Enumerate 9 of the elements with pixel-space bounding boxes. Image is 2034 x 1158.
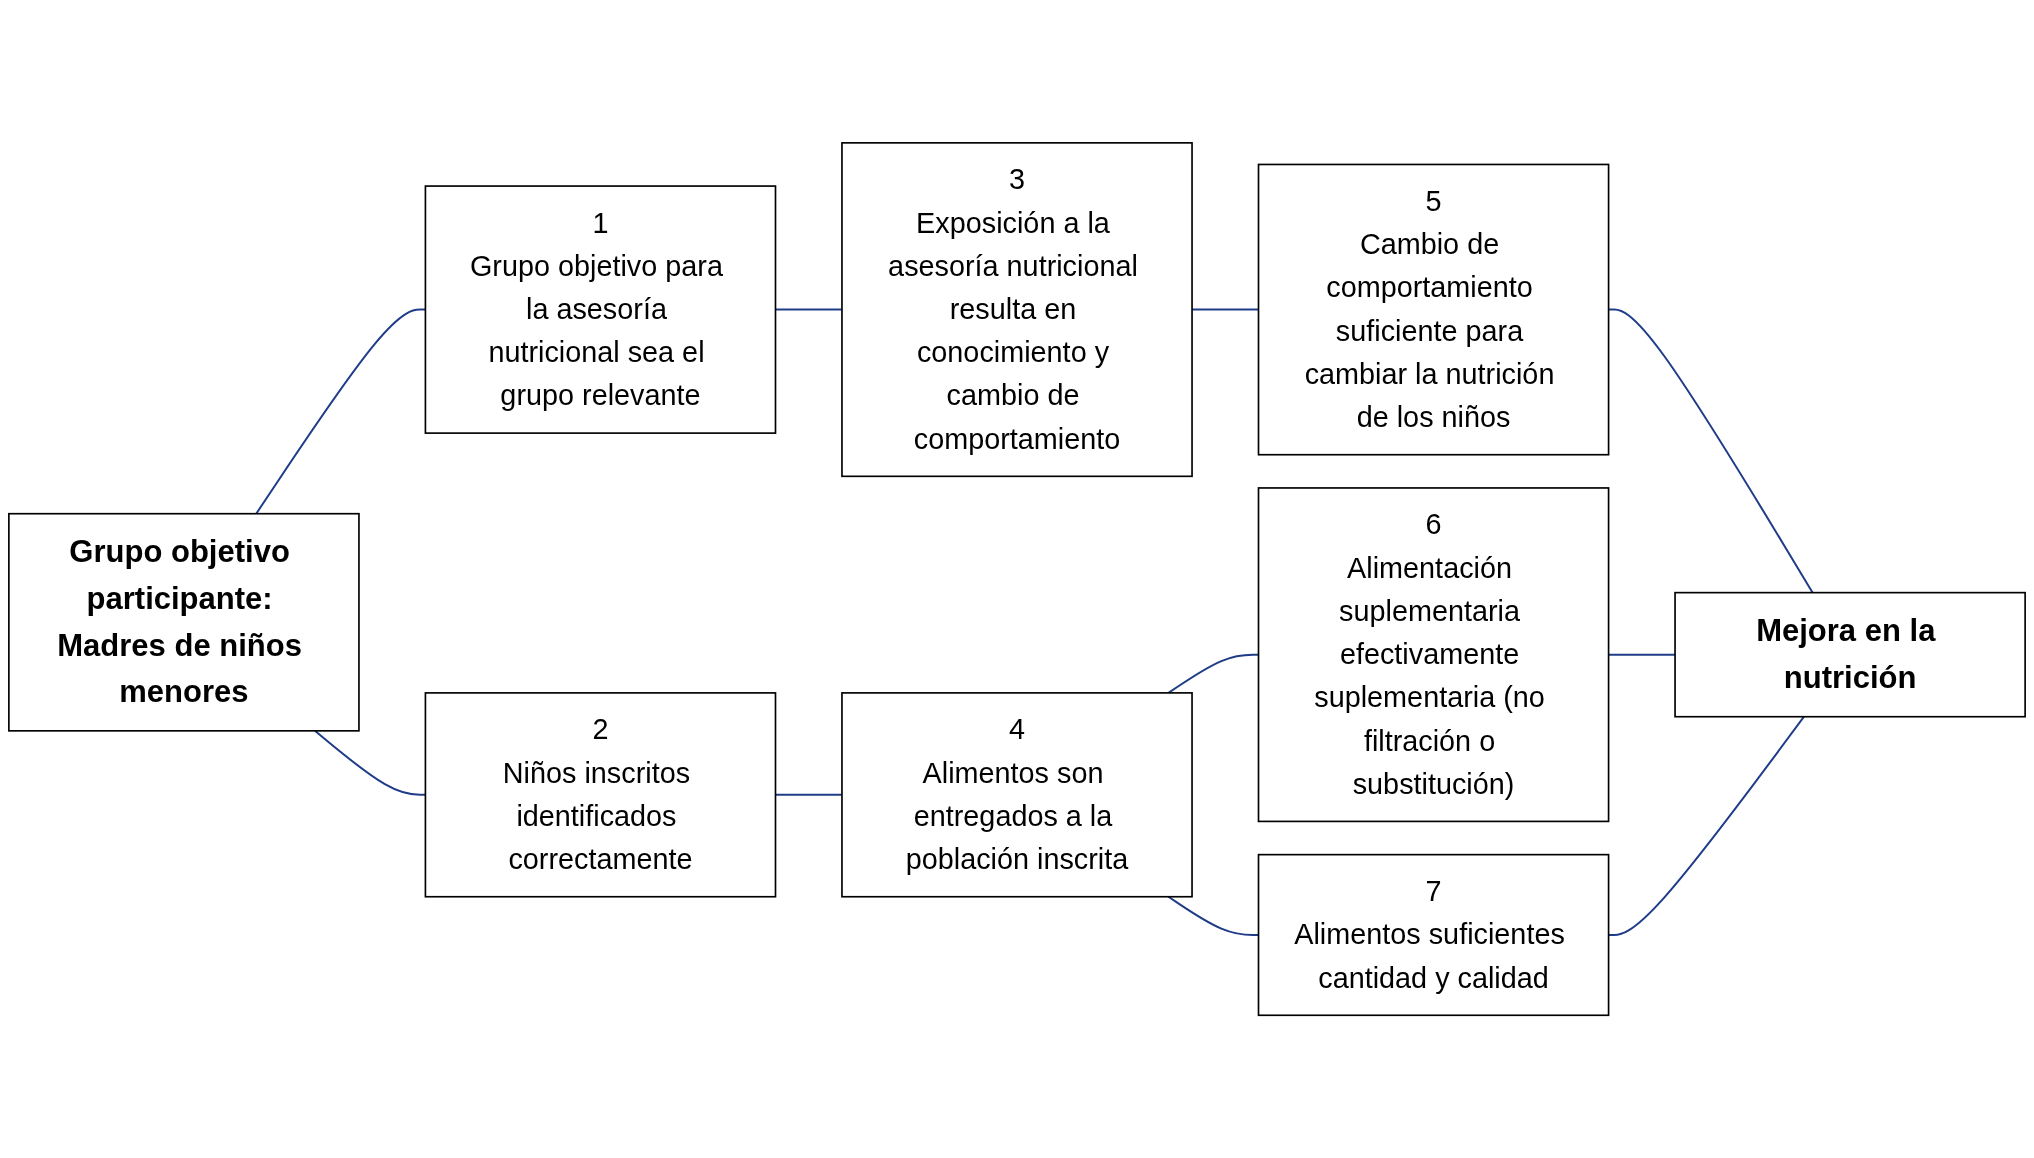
node-box: 3 Exposición a la asesoría nutricional resulta en conocimiento y cambio de comportamiento bbox=[841, 141, 1193, 478]
node-box: 2 Niños inscritos identificados correctamente bbox=[424, 692, 777, 898]
node-box: 1 Grupo objetivo para la asesoría nutricional sea el grupo relevante bbox=[424, 185, 777, 434]
node-box: Grupo objetivo participante: Madres de niños menores bbox=[8, 512, 360, 732]
node-box: 4 Alimentos son entregados a la población inscrita bbox=[841, 692, 1193, 898]
node-box: 5 Cambio de comportamiento suficiente para cambiar la nutrición de los niños bbox=[1257, 163, 1610, 456]
node-box: Mejora en la nutrición bbox=[1674, 591, 2026, 718]
node-box: 6 Alimentación suplementaria efectivamente suplementaria (no filtración o substitución) bbox=[1257, 487, 1610, 823]
node-box: 7 Alimentos suficientes cantidad y calidad bbox=[1257, 853, 1610, 1017]
